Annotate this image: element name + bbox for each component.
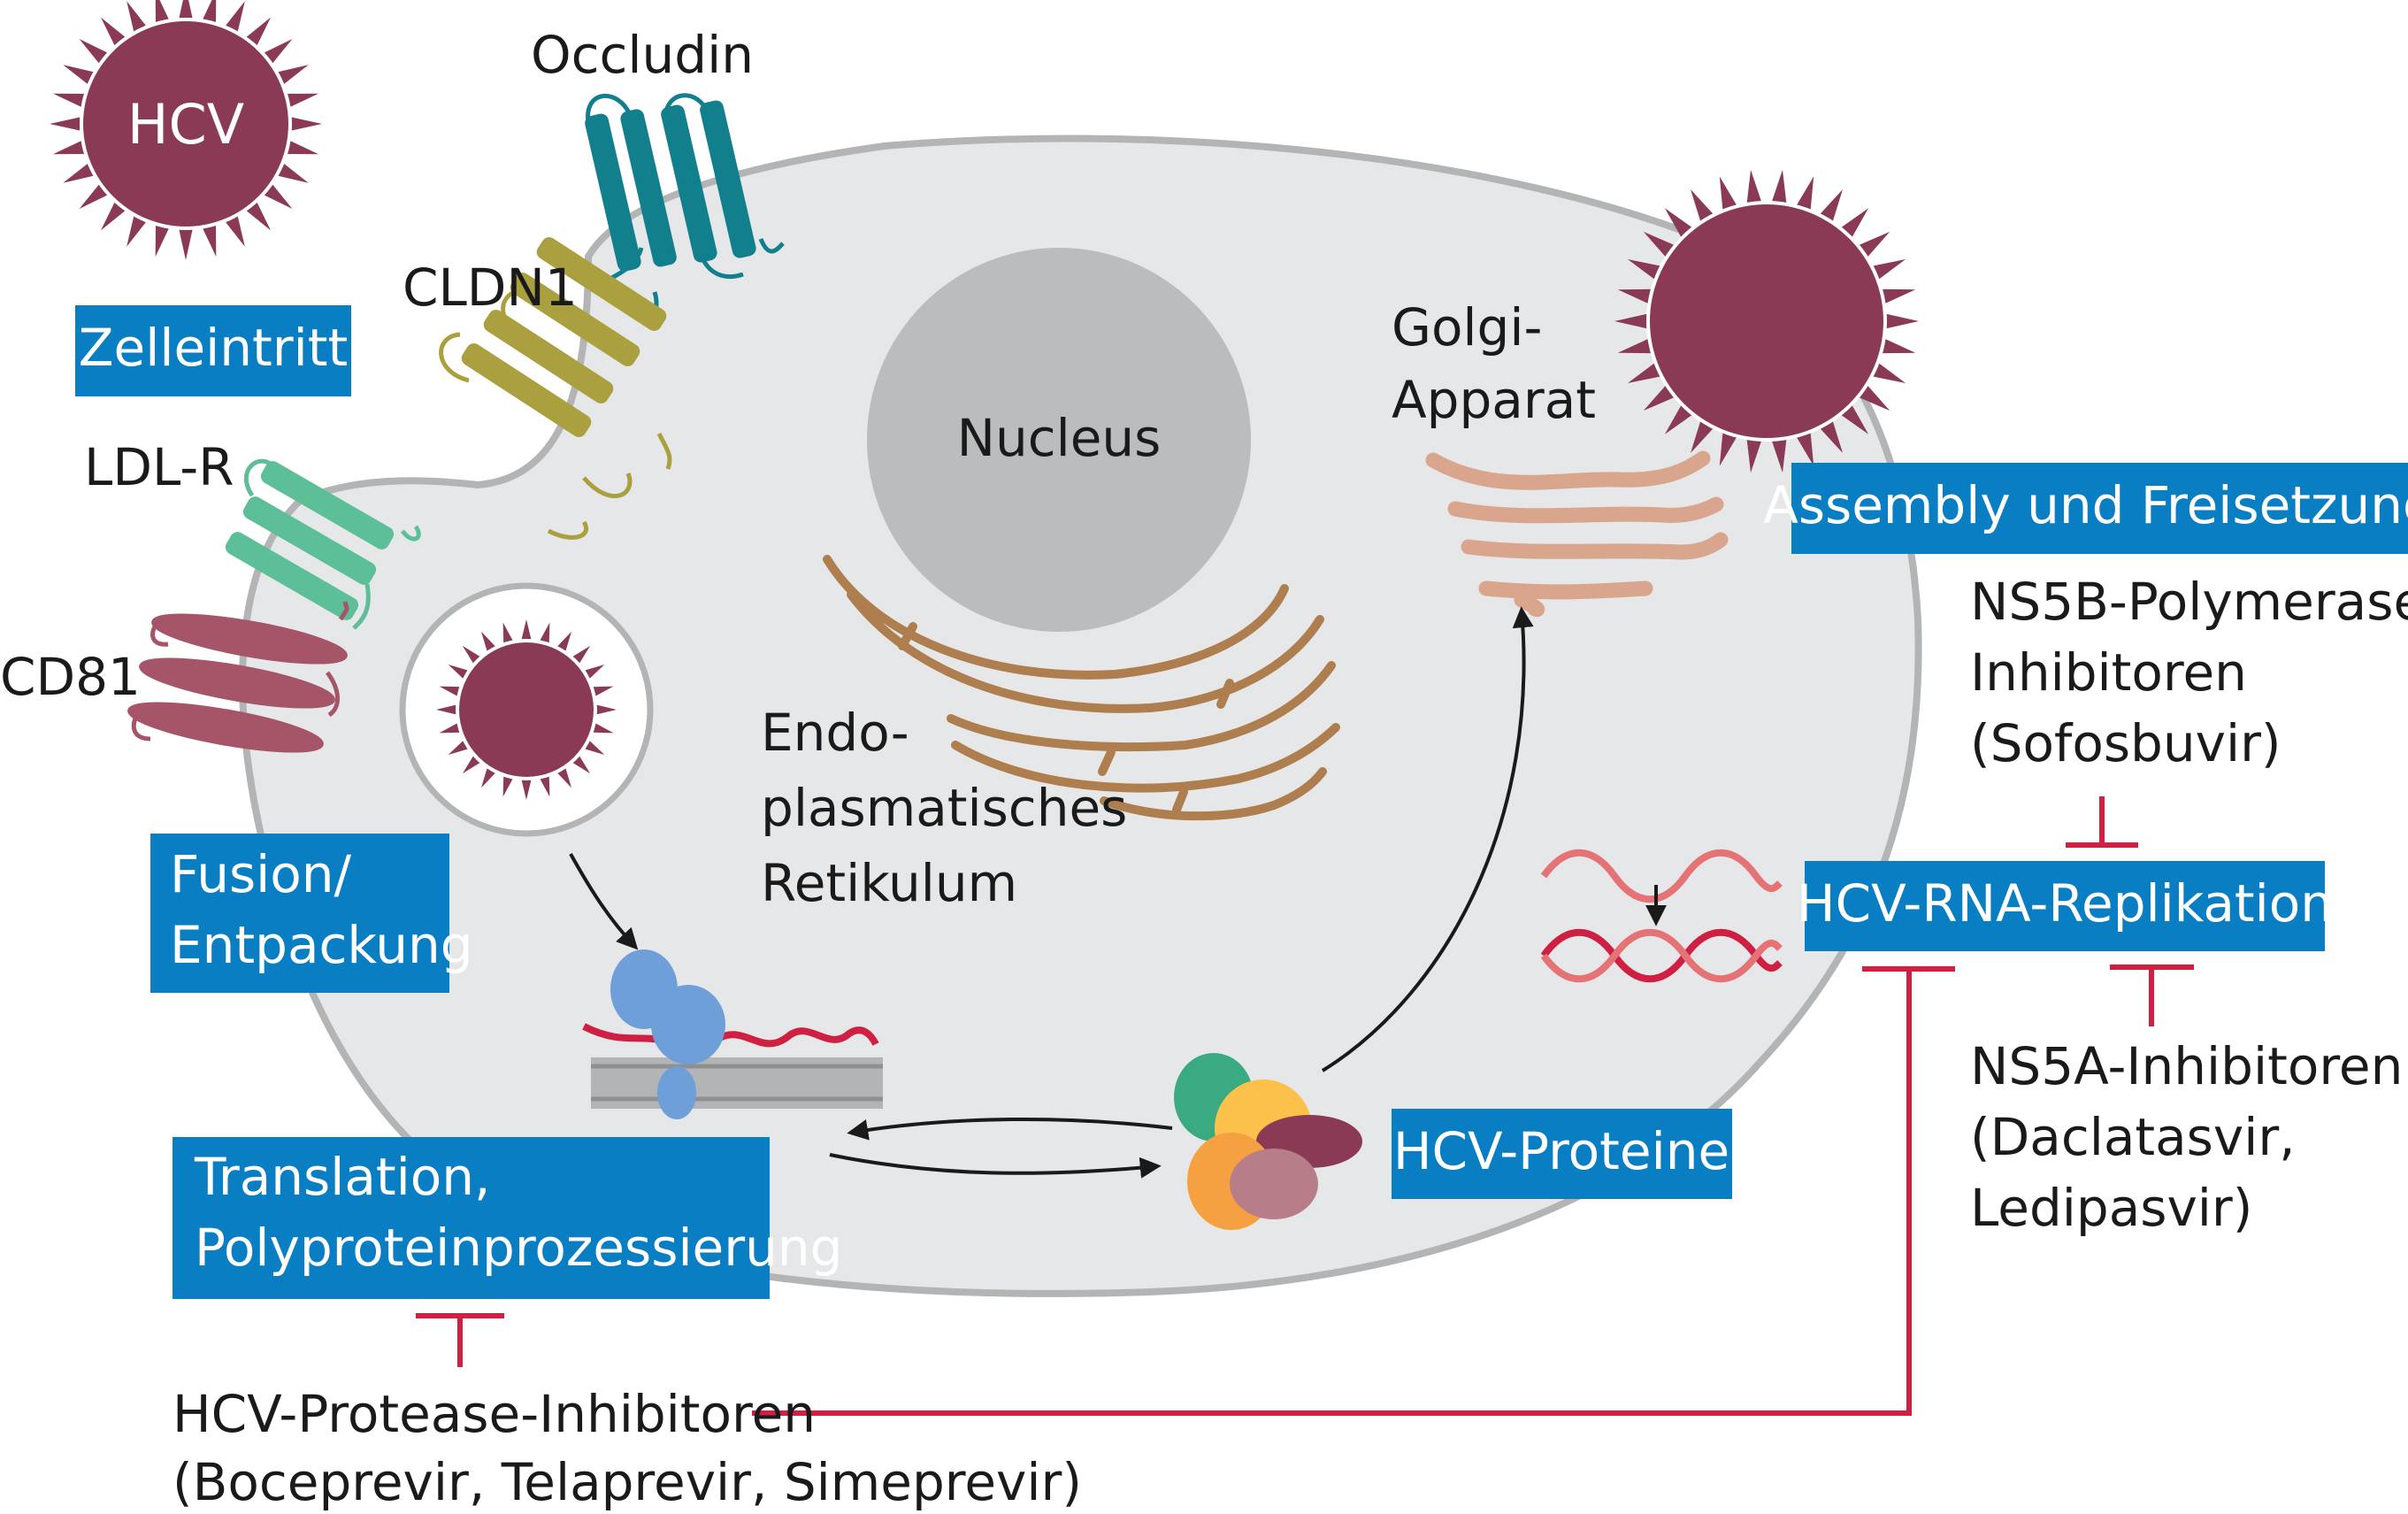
er-label-line3: Retikulum [761, 853, 1017, 913]
ldlr-receptor [225, 458, 421, 630]
arrow-proteins-to-golgi [1321, 606, 1534, 1072]
step-translation-label-line2: Polyproteinprozessierung [195, 1218, 842, 1278]
occludin-receptor [585, 93, 785, 330]
nucleus [867, 248, 1251, 632]
er-label-line2: plasmatisches [761, 778, 1127, 838]
step-box-assembly [1791, 463, 2408, 554]
step-assembly-label: Assembly und Freisetzung [1763, 475, 2408, 535]
virus-core [459, 642, 594, 777]
er-label-line1: Endo- [761, 703, 909, 763]
step-replication-label: HCV-RNA-Replikation [1797, 873, 2333, 934]
step-fusion-label-line1: Fusion/ [170, 844, 352, 904]
step-box-entry [75, 305, 351, 396]
hcv-protein-cluster [1174, 1053, 1362, 1230]
inhibition-lines [416, 796, 2194, 1416]
virus-core [83, 21, 288, 227]
golgi-apparatus [1425, 450, 1729, 618]
ns5b-inhibitor-line3: (Sofosbuvir) [1970, 713, 2281, 773]
arrow-proteins-to-ribosome [847, 1117, 1173, 1141]
occludin-label: Occludin [531, 25, 754, 85]
protease-inhibitor-line1: HCV-Protease-Inhibitoren [173, 1384, 816, 1444]
ldlr-label: LDL-R [84, 437, 234, 497]
cldn1-label: CLDN1 [403, 257, 578, 318]
hcv-virus-free [50, 0, 322, 260]
step-box-translation [173, 1137, 770, 1299]
ns5a-inhibitor-line1: NS5A-Inhibitoren [1970, 1036, 2403, 1096]
ribosome-on-er [582, 949, 883, 1119]
step-proteins-label: HCV-Proteine [1393, 1121, 1729, 1181]
virus-in-endosome [436, 619, 617, 800]
step-box-fusion [150, 834, 449, 993]
step-fusion-label-line2: Entpackung [170, 915, 473, 975]
process-arrows [569, 606, 1534, 1179]
inhibit-line-protease-to-replication [752, 969, 1912, 1416]
step-box-proteins [1392, 1109, 1732, 1199]
arrow-endosome-to-ribosome [569, 853, 639, 950]
protease-inhibitor-line2: (Boceprevir, Telaprevir, Simeprevir) [173, 1452, 1082, 1512]
cldn1-receptor [439, 237, 672, 540]
ns5a-inhibitor-line3: Ledipasvir) [1970, 1178, 2252, 1238]
ns5b-inhibitor-line2: Inhibitoren [1970, 642, 2247, 703]
step-box-replication [1805, 861, 2325, 951]
ns5a-inhibitor-line2: (Daclatasvir, [1970, 1107, 2296, 1167]
cd81-label: CD81 [0, 647, 141, 707]
step-entry-label: Zelleintritt [79, 318, 348, 378]
golgi-label-line1: Golgi- [1392, 297, 1542, 357]
ns5b-inhibitor-line1: NS5B-Polymerase- [1970, 572, 2408, 632]
golgi-label-line2: Apparat [1392, 370, 1596, 430]
arrow-ribosome-to-proteins [829, 1153, 1162, 1179]
step-translation-label-line1: Translation, [194, 1147, 490, 1207]
hcv-virus-label: HCV [127, 92, 244, 157]
cd81-receptor [127, 601, 349, 753]
hcv-virus-released [1614, 169, 1919, 473]
endoplasmic-reticulum [823, 555, 1340, 821]
virus-core [1650, 204, 1883, 438]
nucleus-label: Nucleus [957, 408, 1162, 468]
rna-replication-strands [1540, 849, 1783, 983]
